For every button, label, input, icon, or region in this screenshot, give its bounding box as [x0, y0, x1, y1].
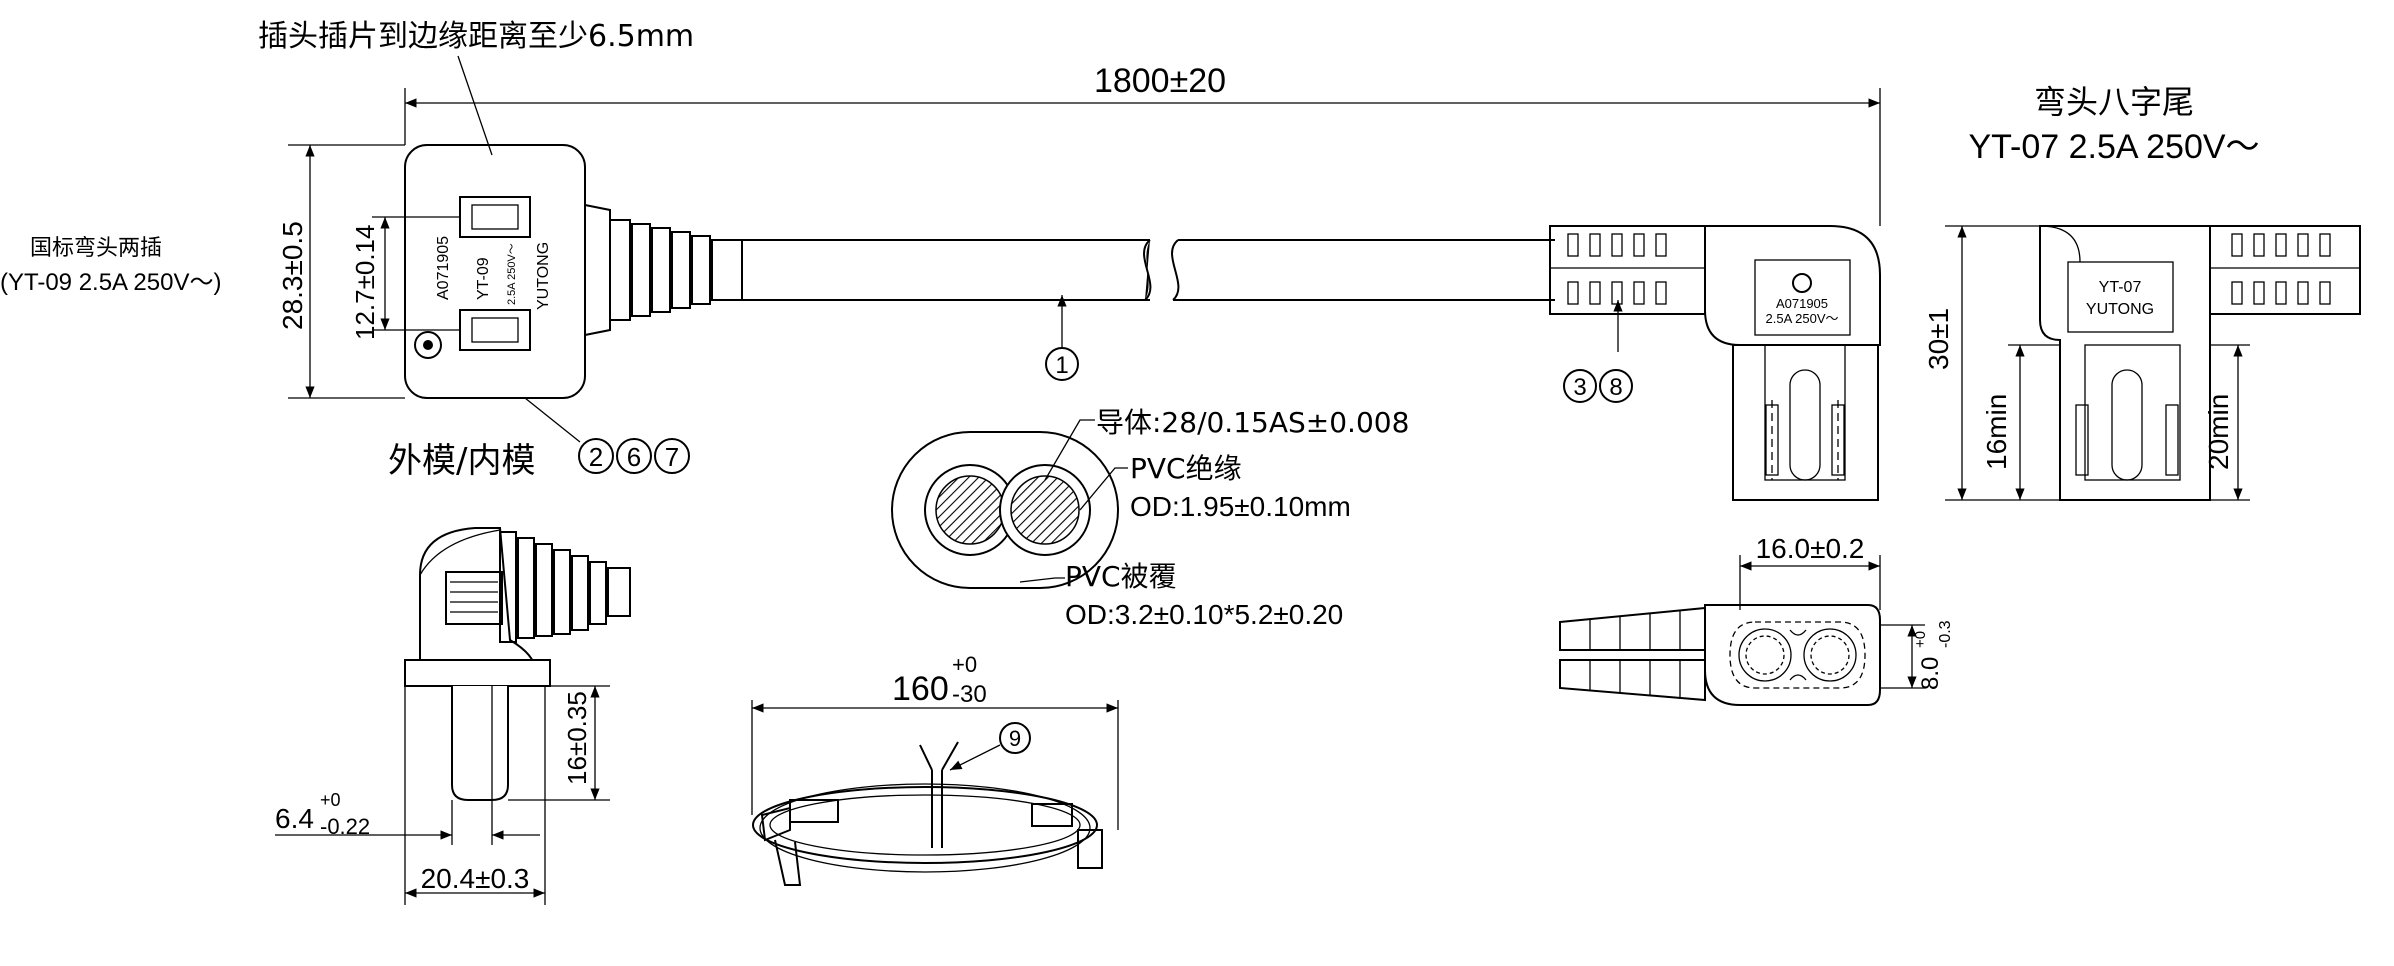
conn-thick-lower: -0.3 [1937, 620, 1954, 648]
plug-mark-code: A071905 [435, 236, 452, 300]
connector-front-view [2039, 225, 2361, 501]
connector-face-view [1559, 604, 1881, 706]
conn-front-model: YT-07 [2099, 279, 2142, 296]
conn-16min-dim: 16min [1981, 394, 2012, 470]
conn-height-dim: 30±1 [1923, 308, 1954, 370]
plug-name-label: 国标弯头两插 [30, 236, 162, 261]
conn-20min-dim: 20min [2203, 394, 2234, 470]
coil-tol-upper: +0 [952, 652, 977, 677]
plug-front-view [404, 144, 743, 399]
sheath-label: PVC被覆 [1065, 560, 1177, 593]
balloon-3: 3 [1573, 374, 1586, 401]
connector-name-label: 弯头八字尾 [2034, 83, 2194, 121]
ccc-mark-icon [414, 331, 442, 359]
plug-mark-rating: 2.5A 250V～ [506, 243, 518, 305]
balloon-2: 2 [589, 442, 603, 472]
conn-mark-rating: 2.5A 250V～ [1766, 311, 1839, 326]
connector-side-view [1549, 225, 1881, 501]
coil-length-main: 160 [892, 670, 949, 708]
plug-height-dim: 28.3±0.5 [277, 221, 308, 330]
conductor-note: 导体:28/0.15AS±0.008 [1096, 406, 1409, 439]
pin-spacing-dim: 12.7±0.14 [350, 225, 380, 340]
molding-label: 外模/内模 [388, 441, 535, 481]
plug-gap-note: 插头插片到边缘距离至少6.5mm [258, 19, 694, 54]
pin-width-lower: -0.22 [320, 814, 370, 839]
cable-cross-section [891, 431, 1119, 589]
coil-tol-lower: -30 [952, 681, 987, 708]
insulation-od: OD:1.95±0.10mm [1130, 491, 1351, 522]
balloon-6: 6 [627, 442, 641, 472]
plug-spec-label: (YT-09 2.5A 250V～) [0, 269, 221, 296]
plug-side-view [404, 527, 631, 801]
conn-thick-dim: 8.0 [1917, 657, 1944, 690]
coiled-cord-view [752, 741, 1103, 886]
pin-length-dim: 16±0.35 [562, 691, 592, 785]
balloon-1: 1 [1055, 352, 1068, 379]
connector-spec-label: YT-07 2.5A 250V～ [1968, 128, 2259, 166]
cable [742, 239, 1555, 301]
plug-width-dim: 20.4±0.3 [421, 863, 530, 894]
conn-front-brand: YUTONG [2086, 301, 2154, 318]
sheath-od: OD:3.2±0.10*5.2±0.20 [1065, 599, 1343, 630]
total-length-label: 1800±20 [1094, 62, 1226, 100]
balloon-8: 8 [1609, 374, 1622, 401]
conn-thick-upper: +0 [1912, 631, 1929, 648]
conn-width-dim: 16.0±0.2 [1756, 533, 1865, 564]
balloon-9: 9 [1009, 726, 1021, 751]
pin-width-dim: 6.4 [275, 803, 314, 834]
pin-width-upper: +0 [320, 790, 341, 810]
conn-mark-code: A071905 [1776, 296, 1828, 311]
insulation-label: PVC绝缘 [1130, 452, 1242, 485]
plug-mark-model: YT-09 [475, 257, 492, 300]
plug-mark-brand: YUTONG [535, 242, 552, 310]
balloon-7: 7 [665, 442, 679, 472]
